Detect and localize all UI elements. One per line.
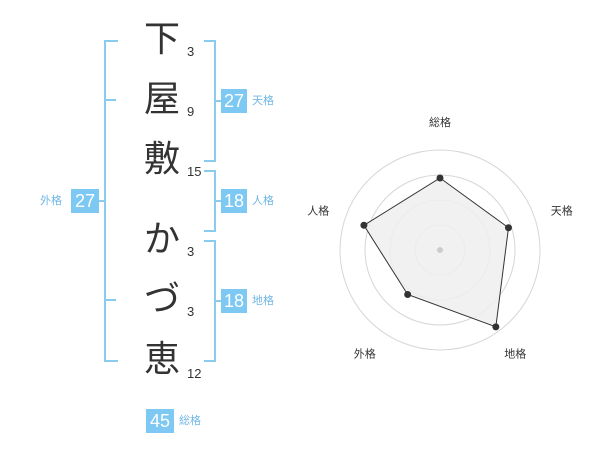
radar-axis-label: 天格 bbox=[551, 203, 573, 217]
chikaku-label: 地格 bbox=[252, 294, 274, 307]
radar-axis-label: 外格 bbox=[354, 347, 376, 361]
name-char-1: 下 bbox=[143, 19, 180, 60]
jinkaku-value: 18 bbox=[221, 189, 247, 213]
stroke-count-2: 9 bbox=[187, 104, 195, 119]
tenkaku-value: 27 bbox=[221, 89, 247, 113]
tenkaku-label: 天格 bbox=[252, 94, 274, 107]
bracket-tick bbox=[104, 299, 116, 301]
radar-point bbox=[404, 290, 412, 298]
soukaku-value: 45 bbox=[146, 409, 174, 433]
tenkaku-connector bbox=[214, 100, 222, 102]
soukaku-label: 総格 bbox=[179, 414, 201, 427]
chikaku-connector bbox=[214, 300, 222, 302]
name-char-6: 恵 bbox=[143, 339, 180, 380]
chikaku-value: 18 bbox=[221, 289, 247, 313]
gaikaku-bracket bbox=[104, 40, 118, 362]
stroke-count-3: 15 bbox=[187, 164, 202, 179]
stroke-count-5: 3 bbox=[187, 304, 195, 319]
name-char-4: か bbox=[143, 219, 180, 260]
radar-point bbox=[436, 174, 444, 182]
gaikaku-label: 外格 bbox=[40, 194, 62, 207]
name-char-2: 屋 bbox=[143, 79, 180, 120]
radar-point bbox=[504, 224, 512, 232]
radar-series-area bbox=[363, 177, 510, 328]
name-char-3: 敷 bbox=[143, 139, 180, 180]
jinkaku-connector bbox=[214, 200, 222, 202]
gaikaku-value: 27 bbox=[71, 189, 99, 213]
stroke-count-6: 12 bbox=[187, 366, 202, 381]
stroke-count-1: 3 bbox=[187, 44, 195, 59]
bracket-tick bbox=[104, 99, 116, 101]
stroke-count-4: 3 bbox=[187, 244, 195, 259]
radar-point bbox=[492, 323, 500, 331]
name-char-5: づ bbox=[143, 279, 180, 320]
radar-point bbox=[360, 221, 368, 229]
radar-grid-ring bbox=[339, 149, 541, 351]
radar-center bbox=[437, 247, 443, 253]
radar-axis-label: 地格 bbox=[504, 347, 526, 361]
gaikaku-connector bbox=[96, 200, 106, 202]
jinkaku-label: 人格 bbox=[252, 194, 274, 207]
radar-axis-label: 人格 bbox=[307, 203, 329, 217]
radar-axis-label: 総格 bbox=[429, 115, 451, 129]
